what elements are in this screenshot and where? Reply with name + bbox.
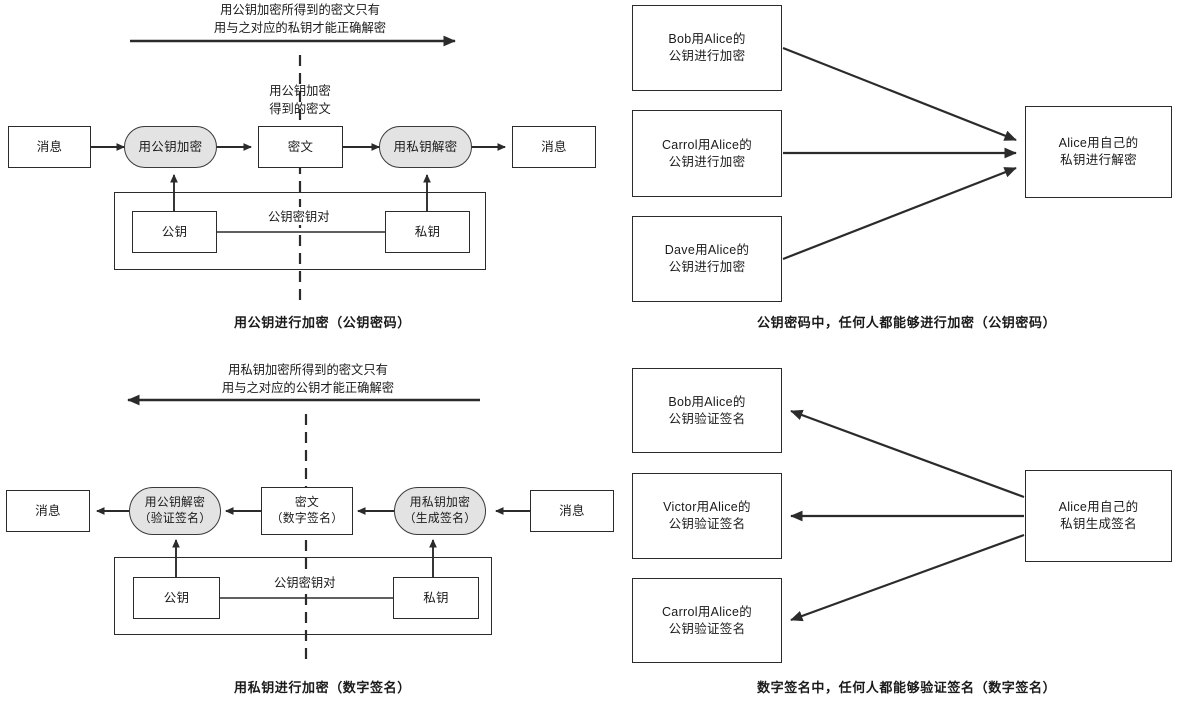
- tr-sender-1-line2: 公钥进行加密: [668, 154, 746, 169]
- bl-verify-line1: 用公钥解密: [144, 495, 206, 510]
- bl-key-pair-label: 公钥密钥对: [270, 573, 340, 591]
- tr-sender-2-line1: Dave用Alice的: [664, 243, 750, 258]
- tr-receiver-line2: 私钥进行解密: [1060, 153, 1137, 167]
- tl-decrypt-node: 用私钥解密: [379, 126, 472, 168]
- br-verifier-2-line1: Carrol用Alice的: [661, 604, 753, 619]
- tl-ciphertext-box: 密文: [258, 126, 343, 168]
- tl-decrypt-label: 用私钥解密: [393, 139, 458, 154]
- bl-signature-line2: （数字签名）: [270, 511, 344, 525]
- tr-sender-0-line1: Bob用Alice的: [668, 32, 746, 47]
- br-signer-line2: 私钥生成签名: [1060, 517, 1137, 531]
- bl-sign-line1: 用私钥加密: [409, 495, 471, 510]
- tr-sender-box-2: Dave用Alice的 公钥进行加密: [632, 216, 782, 302]
- bl-message-out-box: 消息: [6, 490, 90, 532]
- tl-private-key-box: 私钥: [385, 211, 470, 253]
- tl-message-out-label: 消息: [541, 139, 567, 154]
- bl-message-in-box: 消息: [530, 490, 614, 532]
- br-signer-box: Alice用自己的 私钥生成签名: [1025, 470, 1172, 562]
- bl-private-key-label: 私钥: [423, 590, 449, 605]
- tl-cipher-note-line1: 用公钥加密: [269, 84, 331, 98]
- tl-note: 用公钥加密所得到的密文只有 用与之对应的私钥才能正确解密: [130, 2, 470, 38]
- tr-receiver-line1: Alice用自己的: [1058, 136, 1139, 151]
- bl-public-key-label: 公钥: [163, 590, 190, 605]
- tl-key-pair-label: 公钥密钥对: [264, 207, 334, 225]
- br-verifier-1-line2: 公钥验证签名: [668, 517, 746, 531]
- tr-sender-1-line1: Carrol用Alice的: [661, 137, 753, 152]
- br-verifier-2-line2: 公钥验证签名: [668, 621, 746, 636]
- bl-key-pair-group: [114, 557, 492, 635]
- br-verifier-0-line1: Bob用Alice的: [668, 394, 746, 409]
- bl-sign-line2: （生成签名）: [403, 511, 477, 525]
- bl-public-key-box: 公钥: [133, 577, 220, 619]
- tl-private-key-label: 私钥: [414, 224, 441, 239]
- bl-private-key-box: 私钥: [393, 577, 479, 619]
- bl-signature-line1: 密文: [294, 495, 320, 510]
- tl-caption: 用公钥进行加密（公钥密码）: [234, 315, 411, 330]
- bl-signature-box: 密文 （数字签名）: [261, 487, 353, 535]
- tl-encrypt-label: 用公钥加密: [138, 139, 203, 154]
- br-signer-line1: Alice用自己的: [1058, 500, 1139, 515]
- br-verifier-box-1: Victor用Alice的 公钥验证签名: [632, 473, 782, 559]
- tr-receiver-box: Alice用自己的 私钥进行解密: [1025, 106, 1172, 198]
- br-verifier-box-0: Bob用Alice的 公钥验证签名: [632, 368, 782, 453]
- bl-note-line2: 用与之对应的公钥才能正确解密: [221, 380, 395, 395]
- br-verifier-0-line2: 公钥验证签名: [668, 411, 746, 426]
- tl-ciphertext-label: 密文: [287, 139, 314, 154]
- tl-message-in-box: 消息: [8, 126, 91, 168]
- tr-sender-0-line2: 公钥进行加密: [668, 49, 746, 63]
- bl-message-in-label: 消息: [559, 503, 585, 518]
- br-caption: 数字签名中，任何人都能够验证签名（数字签名）: [757, 680, 1057, 695]
- tl-cipher-note: 用公钥加密 得到的密文: [240, 83, 360, 119]
- tl-encrypt-node: 用公钥加密: [124, 126, 217, 168]
- tr-sender-box-1: Carrol用Alice的 公钥进行加密: [632, 110, 782, 197]
- tr-sender-2-line2: 公钥进行加密: [668, 260, 746, 274]
- tl-message-in-label: 消息: [36, 139, 63, 154]
- tr-caption: 公钥密码中，任何人都能够进行加密（公钥密码）: [757, 315, 1057, 330]
- tl-public-key-box: 公钥: [132, 211, 217, 253]
- tl-note-line1: 用公钥加密所得到的密文只有: [220, 3, 380, 17]
- bl-caption: 用私钥进行加密（数字签名）: [234, 680, 411, 695]
- bl-verify-line2: （验证签名）: [138, 511, 212, 525]
- bl-note: 用私钥加密所得到的密文只有 用与之对应的公钥才能正确解密: [138, 362, 478, 398]
- br-verifier-box-2: Carrol用Alice的 公钥验证签名: [632, 578, 782, 663]
- bl-verify-node: 用公钥解密 （验证签名）: [129, 487, 221, 535]
- tl-cipher-note-line2: 得到的密文: [269, 101, 331, 116]
- bl-message-out-label: 消息: [35, 503, 61, 518]
- br-verifier-1-line1: Victor用Alice的: [663, 500, 751, 515]
- tl-note-line2: 用与之对应的私钥才能正确解密: [213, 20, 387, 35]
- tr-sender-box-0: Bob用Alice的 公钥进行加密: [632, 5, 782, 91]
- tl-message-out-box: 消息: [512, 126, 596, 168]
- tl-public-key-label: 公钥: [161, 224, 188, 239]
- bl-note-line1: 用私钥加密所得到的密文只有: [228, 363, 388, 377]
- bl-sign-node: 用私钥加密 （生成签名）: [394, 487, 486, 535]
